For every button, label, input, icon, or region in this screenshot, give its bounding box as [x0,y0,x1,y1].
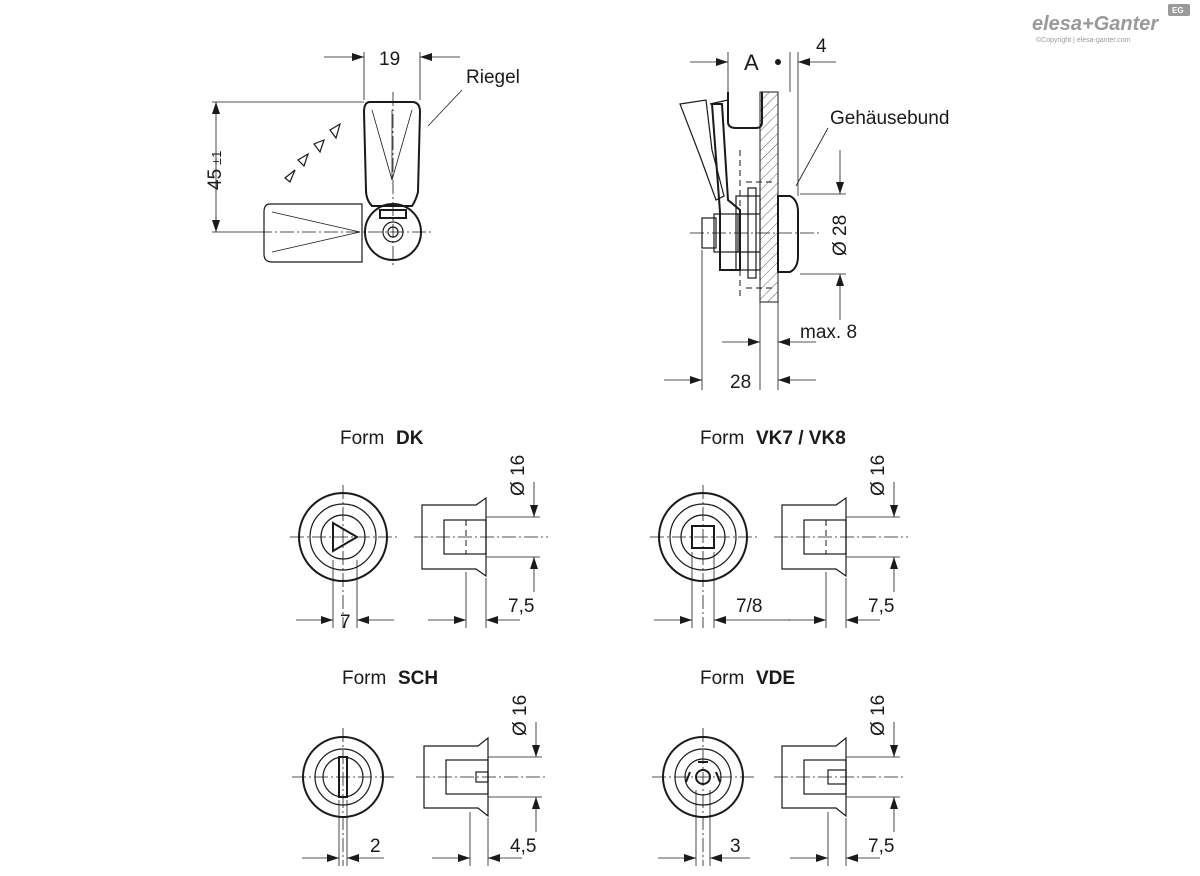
form-vde-diameter: Ø 16 [868,695,889,736]
form-vde-name: VDE [756,668,795,689]
dim-lever-width: 19 [379,49,400,70]
dim-offset: 4 [816,36,827,57]
form-sch-prefix: Form [342,668,386,689]
form-vk-depth: 7,5 [868,596,894,617]
form-vk-diameter: Ø 16 [868,455,889,496]
form-dk-prefix: Form [340,428,384,449]
form-dk-key-size: 7 [340,612,351,633]
form-dk: Form DK Ø 16 7 7,5 [290,428,548,633]
logo-badge: EG [1172,6,1184,15]
form-sch-diameter: Ø 16 [510,695,531,736]
logo-copyright: ©Copyright | elesa-ganter.com [1036,36,1131,44]
form-dk-name: DK [396,428,424,449]
form-vk-name: VK7 / VK8 [756,428,846,449]
logo-wordmark: elesa+Ganter [1032,13,1159,35]
form-vk-prefix: Form [700,428,744,449]
form-vde-key-size: 3 [730,836,741,857]
form-vde-prefix: Form [700,668,744,689]
view-label-a: A [744,50,759,75]
form-vde: Form VDE Ø 16 3 7,5 [652,668,906,866]
label-gehaeusebund: Gehäusebund [830,108,949,129]
brand-logo: elesa+Ganter ©Copyright | elesa-ganter.c… [1032,4,1190,44]
side-view-section: A 4 Gehäusebund Ø 28 max. 8 28 [664,36,949,393]
label-riegel: Riegel [466,67,520,88]
form-sch-depth: 4,5 [510,836,536,857]
dim-overall-depth: 28 [730,372,751,393]
dim-panel-thickness: max. 8 [800,322,857,343]
form-sch-key-size: 2 [370,836,381,857]
logo-badge-box [1168,4,1190,16]
dim-lever-height: 45 [205,169,226,190]
form-vk: Form VK7 / VK8 Ø 16 7/8 7,5 [650,428,908,628]
form-sch: Form SCH Ø 16 2 4,5 [292,668,548,866]
form-dk-depth: 7,5 [508,596,534,617]
form-dk-diameter: Ø 16 [508,455,529,496]
dim-lever-height-tolerance: ±1 [209,151,224,165]
form-vk-key-size: 7/8 [736,596,762,617]
front-view-lever: 19 45 ±1 Riegel [205,49,520,268]
dim-collar-diameter: Ø 28 [830,215,851,256]
form-vde-depth: 7,5 [868,836,894,857]
form-sch-name: SCH [398,668,438,689]
